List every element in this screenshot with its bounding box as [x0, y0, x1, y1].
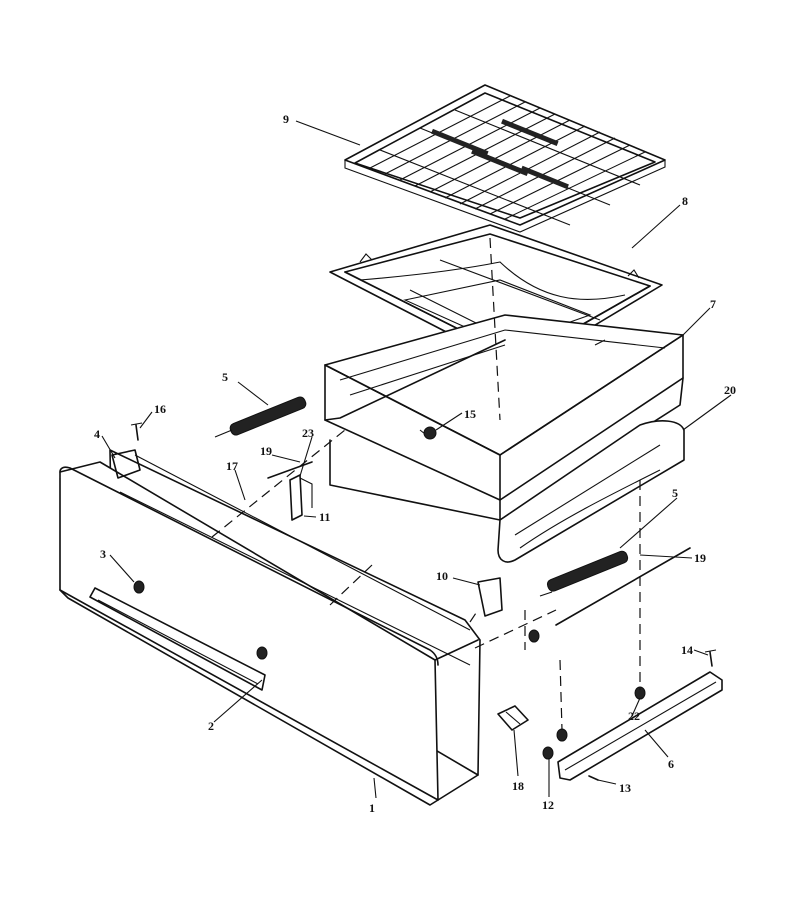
broiler-grid-part-9: [344, 84, 666, 233]
callout-5-left: 5: [222, 370, 228, 384]
screw-part-14: [704, 649, 717, 667]
spring-part-5-left: [214, 396, 307, 438]
callout-23: 23: [302, 426, 314, 440]
callout-13: 13: [619, 781, 631, 795]
callout-10: 10: [436, 569, 448, 583]
callout-12: 12: [542, 798, 554, 812]
callout-4: 4: [94, 427, 100, 441]
callout-labels: 1 2 3 4 5 5 6 7 8 9 10 11 12 13 14 15 16…: [94, 112, 736, 815]
callout-leader-lines: [101, 120, 732, 799]
callout-3: 3: [100, 547, 106, 561]
bracket-part-11: [289, 474, 313, 521]
callout-14: 14: [681, 643, 693, 657]
callout-19-right: 19: [694, 551, 706, 565]
screw-part-13: [588, 775, 599, 781]
screw-part-16: [130, 422, 143, 441]
drawer-body-part-7: [324, 314, 684, 521]
callout-22: 22: [628, 709, 640, 723]
callout-17: 17: [226, 459, 238, 473]
callout-1: 1: [369, 801, 375, 815]
callout-16: 16: [154, 402, 166, 416]
spring-part-5-right: [539, 550, 629, 597]
callout-8: 8: [682, 194, 688, 208]
rollers-part-12-22: [423, 426, 646, 760]
callout-7: 7: [710, 297, 716, 311]
rods-part-19: [267, 461, 691, 626]
callout-6: 6: [668, 757, 674, 771]
drawer-side-cover-part-20: [497, 420, 685, 563]
callout-9: 9: [283, 112, 289, 126]
inner-front-bracket-part-4: [111, 449, 471, 631]
callout-15: 15: [464, 407, 476, 421]
callout-18: 18: [512, 779, 524, 793]
callout-20: 20: [724, 383, 736, 397]
callout-5-right: 5: [672, 486, 678, 500]
hinge-part-18: [497, 705, 529, 731]
callout-2: 2: [208, 719, 214, 733]
assembly-dashed-lines: [211, 237, 641, 731]
drawer-front-panel-part-1: [59, 449, 481, 806]
bracket-part-10: [477, 577, 503, 617]
callout-19-left: 19: [260, 444, 272, 458]
rail-part-6: [557, 671, 723, 781]
callout-11: 11: [319, 510, 330, 524]
